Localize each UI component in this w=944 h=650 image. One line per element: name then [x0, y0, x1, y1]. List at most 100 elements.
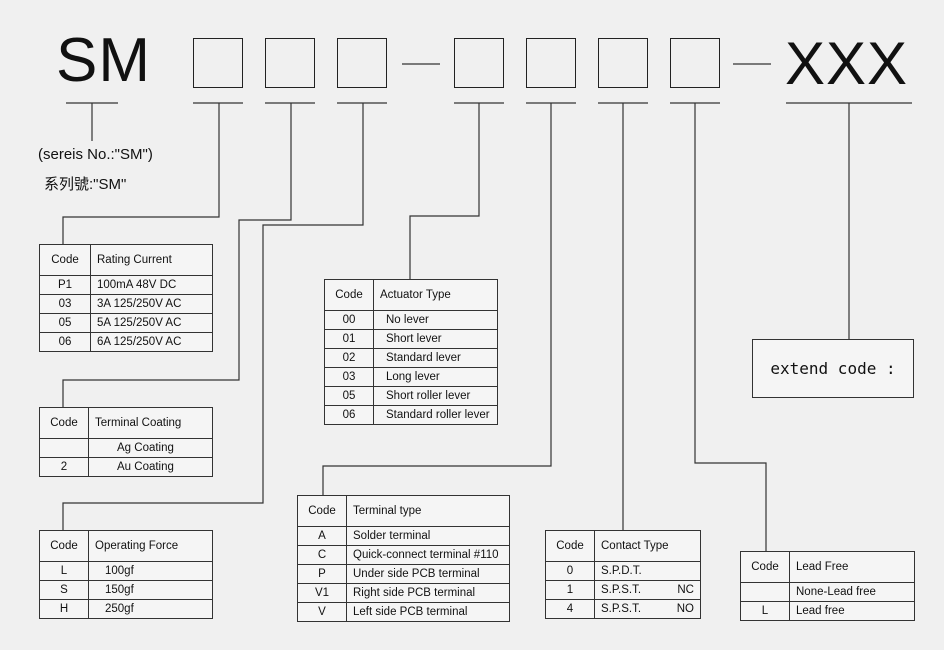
slot-operating-force [337, 38, 387, 88]
value-cell: S.P.S.T. [594, 599, 663, 619]
code-cell: 00 [324, 310, 374, 330]
value-cell: 5A 125/250V AC [90, 313, 213, 333]
code-cell: H [39, 599, 89, 619]
value-cell: 150gf [88, 580, 213, 600]
code-cell: 01 [324, 329, 374, 349]
value-cell: Short roller lever [373, 386, 498, 406]
value-cell: 100gf [88, 561, 213, 581]
value-cell: S.P.S.T. [594, 580, 663, 600]
extend-code-box: extend code : [752, 339, 914, 398]
table-row: None-Lead free [740, 582, 915, 602]
slot-rating-current [193, 38, 243, 88]
slot-lead-free [670, 38, 720, 88]
value-cell: S.P.D.T. [594, 561, 663, 581]
series-prefix: SM [56, 26, 151, 95]
code-cell: P1 [39, 275, 91, 295]
value-cell: Long lever [373, 367, 498, 387]
value-cell: Lead free [789, 601, 915, 621]
code-cell: 06 [324, 405, 374, 425]
header-operating-force: Operating Force [88, 530, 213, 562]
value-cell: Right side PCB terminal [346, 583, 510, 603]
extend-code-label: extend code : [770, 359, 896, 378]
code-cell: V1 [297, 583, 347, 603]
code-cell: 2 [39, 457, 89, 477]
code-cell [740, 582, 790, 602]
header-code: Code [39, 530, 89, 562]
value-cell: Standard lever [373, 348, 498, 368]
value-cell: 250gf [88, 599, 213, 619]
state-cell: NC [662, 580, 702, 600]
value-cell: No lever [373, 310, 498, 330]
state-cell: NO [662, 599, 702, 619]
table-row: Ag Coating [39, 438, 213, 458]
code-cell: L [740, 601, 790, 621]
code-cell: 03 [324, 367, 374, 387]
value-cell: Standard roller lever [373, 405, 498, 425]
series-note-zh: 系列號:"SM" [44, 176, 127, 193]
header-contact-type: Contact Type [594, 530, 701, 562]
header-code: Code [324, 279, 374, 311]
code-cell: 03 [39, 294, 91, 314]
slot-terminal-type [526, 38, 576, 88]
slot-actuator-type [454, 38, 504, 88]
header-rating-current: Rating Current [90, 244, 213, 276]
code-cell: V [297, 602, 347, 622]
extend-suffix: XXX [785, 30, 909, 97]
value-cell: Under side PCB terminal [346, 564, 510, 584]
code-cell: 05 [39, 313, 91, 333]
code-cell: 1 [545, 580, 595, 600]
code-cell: P [297, 564, 347, 584]
code-cell: C [297, 545, 347, 565]
value-cell: Ag Coating [88, 438, 213, 458]
code-cell: 05 [324, 386, 374, 406]
value-cell: Short lever [373, 329, 498, 349]
slot-contact-type [598, 38, 648, 88]
value-cell: Quick-connect terminal #110 [346, 545, 510, 565]
header-terminal-type: Terminal type [346, 495, 510, 527]
value-cell: 3A 125/250V AC [90, 294, 213, 314]
header-lead-free: Lead Free [789, 551, 915, 583]
code-cell [39, 438, 89, 458]
value-cell: Left side PCB terminal [346, 602, 510, 622]
header-code: Code [39, 407, 89, 439]
value-cell: None-Lead free [789, 582, 915, 602]
header-code: Code [740, 551, 790, 583]
header-actuator-type: Actuator Type [373, 279, 498, 311]
slot-terminal-coating [265, 38, 315, 88]
state-cell [662, 561, 702, 581]
code-cell: L [39, 561, 89, 581]
header-code: Code [39, 244, 91, 276]
value-cell: Solder terminal [346, 526, 510, 546]
code-cell: S [39, 580, 89, 600]
value-cell: 100mA 48V DC [90, 275, 213, 295]
header-code: Code [545, 530, 595, 562]
code-cell: 02 [324, 348, 374, 368]
